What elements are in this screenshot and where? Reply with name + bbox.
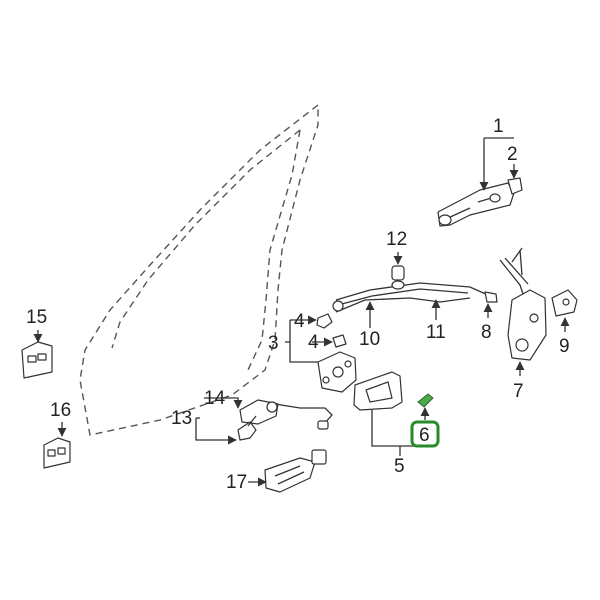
highlight-box <box>410 420 440 448</box>
callout-2[interactable]: 2 <box>507 144 518 165</box>
callout-9[interactable]: 9 <box>559 336 570 357</box>
clip-lower[interactable] <box>332 334 347 348</box>
upper-hinge[interactable] <box>21 341 53 379</box>
door-striker[interactable] <box>551 289 578 317</box>
callout-1[interactable]: 1 <box>493 116 504 137</box>
inside-door-handle[interactable] <box>353 371 403 411</box>
callout-4-upper[interactable]: 4 <box>294 311 305 332</box>
outside-door-handle[interactable] <box>437 182 515 227</box>
lower-hinge[interactable] <box>43 437 71 469</box>
lock-cylinder-cable[interactable] <box>274 403 333 430</box>
callout-11[interactable]: 11 <box>426 322 446 343</box>
lock-cylinder[interactable] <box>239 399 279 425</box>
door-check-link[interactable] <box>264 449 327 493</box>
callout-12[interactable]: 12 <box>386 229 407 250</box>
door-latch-assembly[interactable] <box>499 247 547 361</box>
inside-lock-assembly[interactable] <box>317 351 357 393</box>
handle-bezel-clip[interactable] <box>417 393 434 408</box>
callout-labels: 1 2 3 4 4 5 6 7 8 9 10 11 12 13 14 15 16… <box>26 116 570 493</box>
callout-16[interactable]: 16 <box>50 400 71 421</box>
callout-14[interactable]: 14 <box>204 388 226 409</box>
clip-upper[interactable] <box>316 313 333 329</box>
callout-5[interactable]: 5 <box>394 456 405 477</box>
callout-6[interactable]: 6 <box>419 425 430 446</box>
door-key[interactable] <box>237 415 257 441</box>
rod-clip[interactable] <box>391 265 405 290</box>
callout-3[interactable]: 3 <box>268 333 279 354</box>
callout-13[interactable]: 13 <box>171 408 192 429</box>
callout-8[interactable]: 8 <box>481 322 492 343</box>
callout-4-lower[interactable]: 4 <box>308 332 319 353</box>
callout-7[interactable]: 7 <box>513 381 524 402</box>
callout-10[interactable]: 10 <box>359 329 380 350</box>
callout-15[interactable]: 15 <box>26 307 47 328</box>
door-outline <box>79 103 319 436</box>
lock-rod[interactable] <box>332 282 498 313</box>
callout-17[interactable]: 17 <box>226 472 247 493</box>
leader-lines <box>33 137 570 487</box>
